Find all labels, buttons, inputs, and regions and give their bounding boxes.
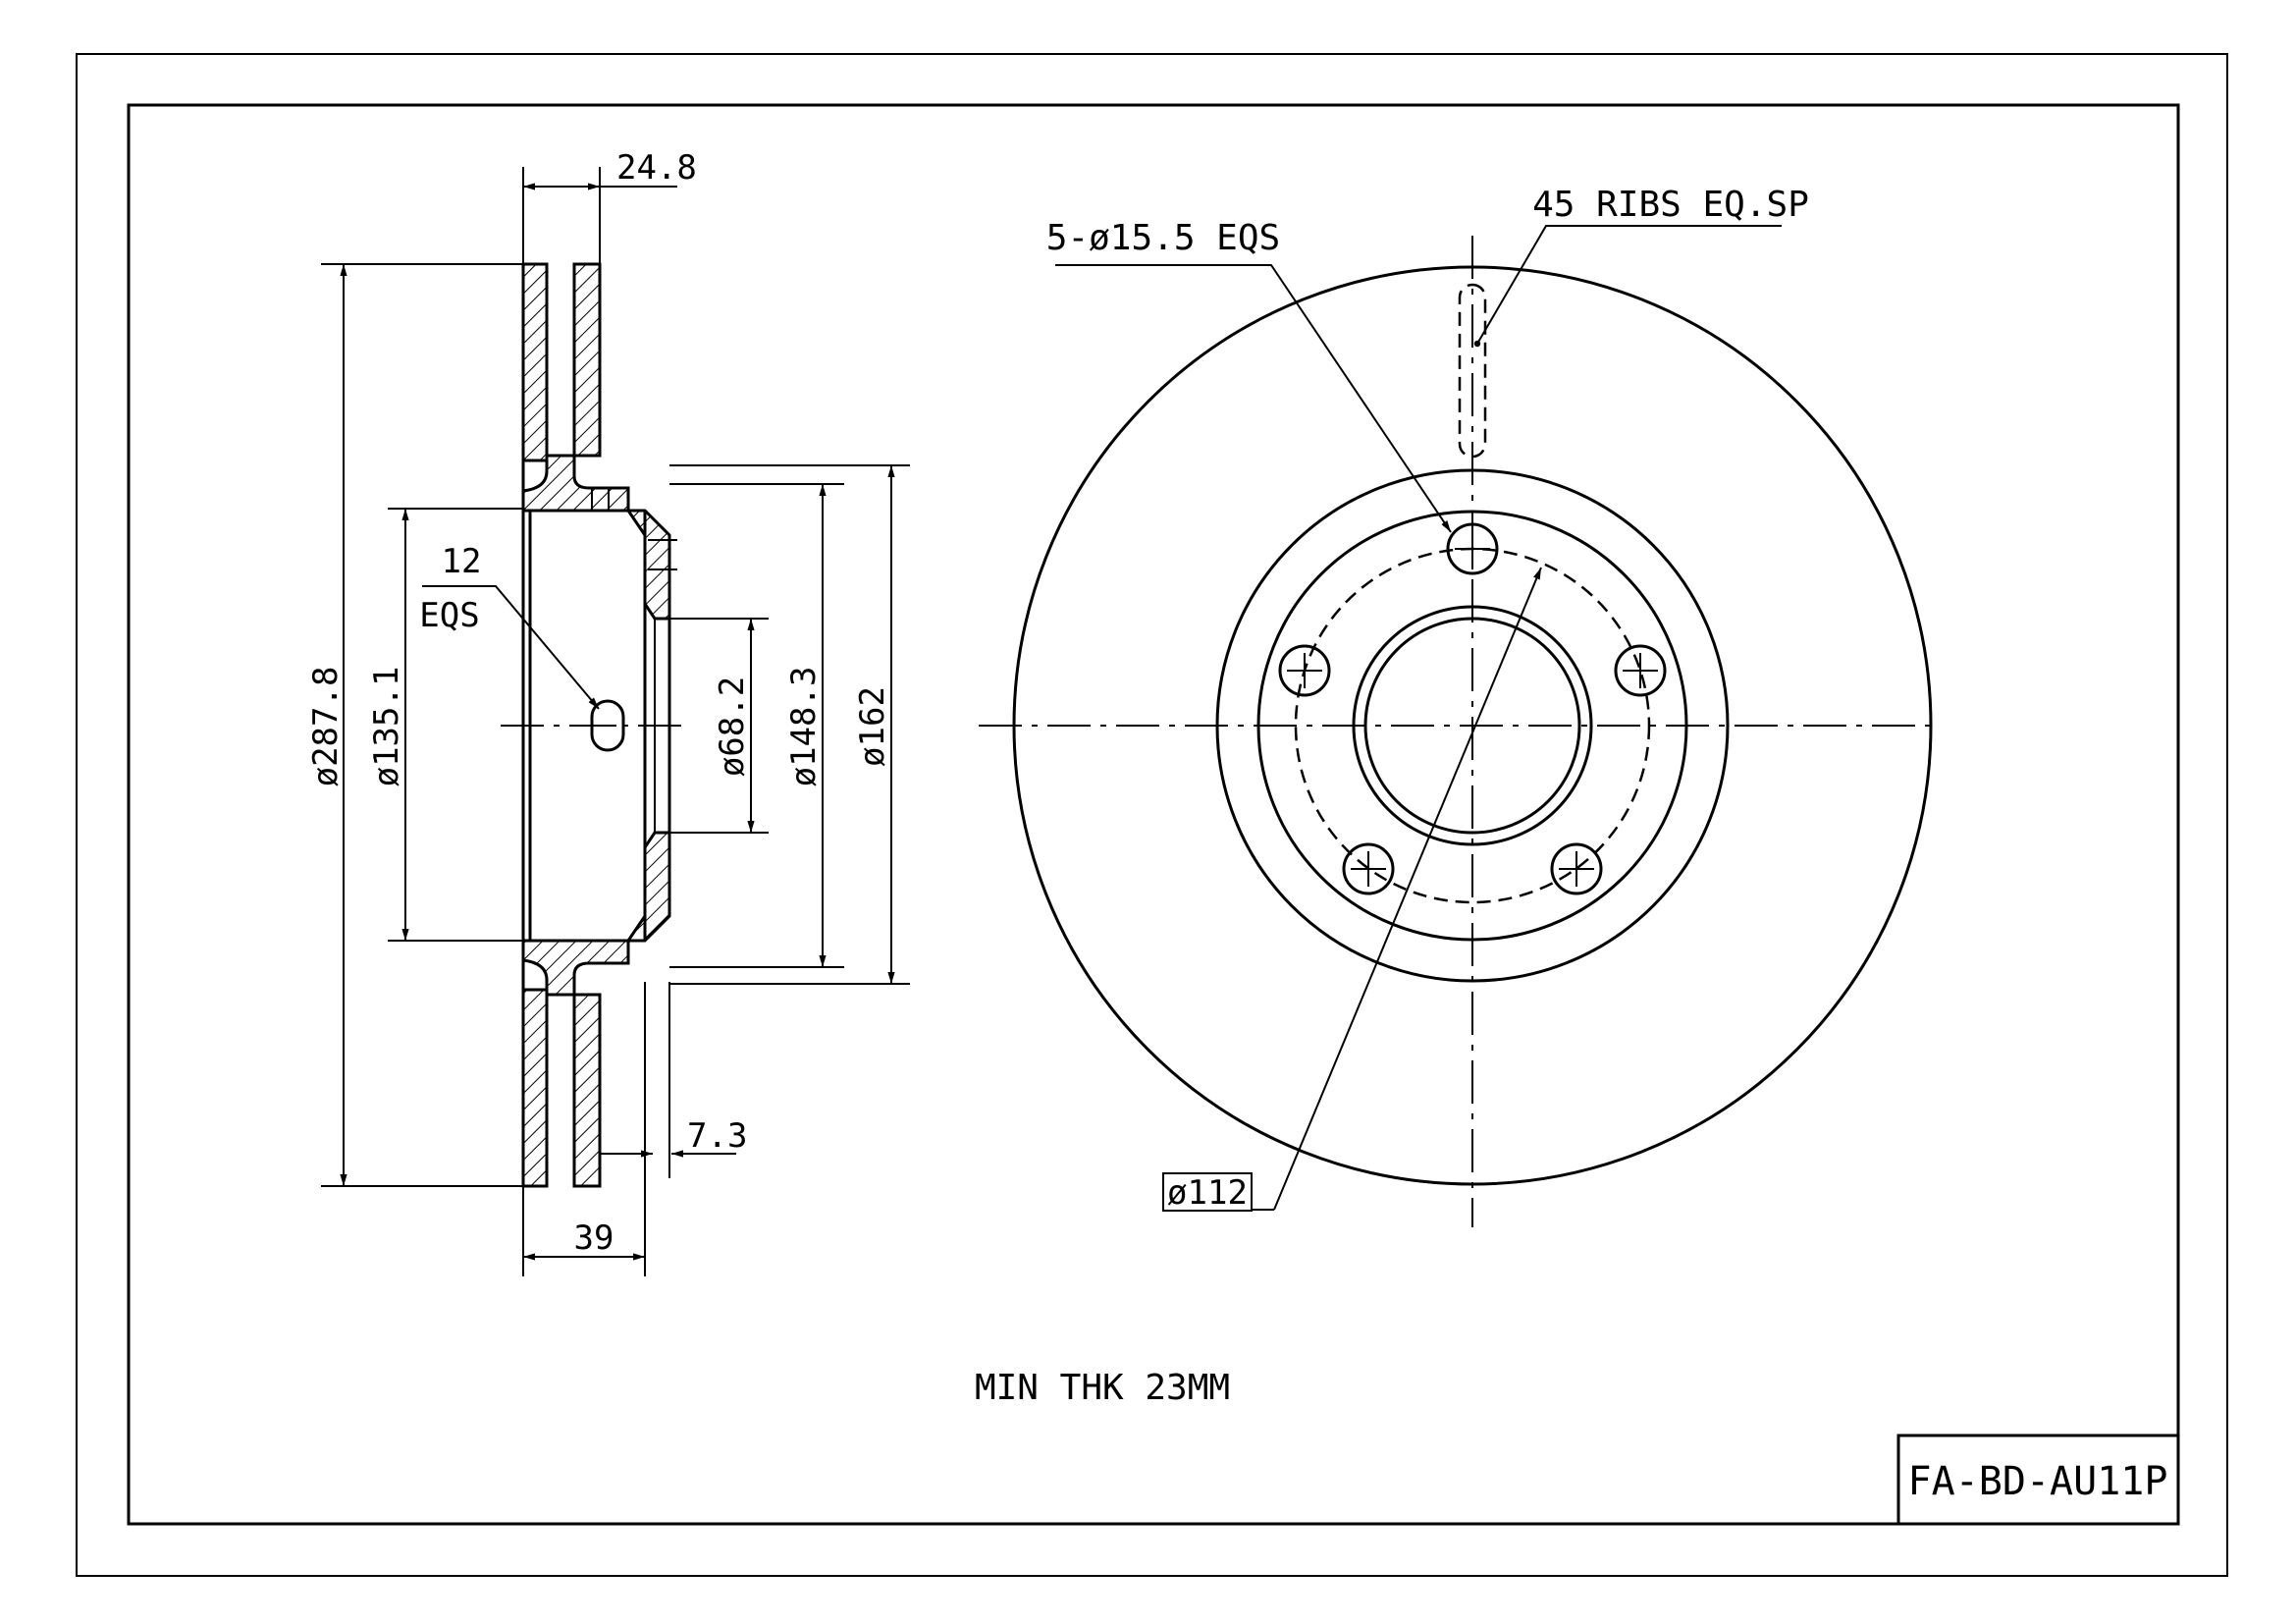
upper-inner-plate xyxy=(572,262,602,458)
upper-hat-shoulder xyxy=(521,454,671,621)
note-min-thickness: MIN THK 23MM xyxy=(975,1368,1230,1408)
dim-bore-diameter: ø135.1 xyxy=(367,667,406,787)
bolt-holes xyxy=(1278,522,1667,895)
disc-outer-circle xyxy=(1012,265,1933,1186)
dim-outer-diameter: ø287.8 xyxy=(306,667,346,787)
dim-total-height: 39 xyxy=(574,1218,614,1258)
slot-hole xyxy=(590,699,625,752)
dim-hat-offset: 7.3 xyxy=(687,1116,747,1156)
inner-frame xyxy=(127,103,2180,1526)
dim-hub-inner: ø148.3 xyxy=(784,667,824,787)
center-bore-inner xyxy=(1363,617,1581,835)
callout-holes-eqs: EQS xyxy=(419,596,479,635)
hat-inner-circle xyxy=(1256,510,1688,942)
dim-width-top: 24.8 xyxy=(616,148,697,188)
section-dimensions: 24.8 ø287.8 ø135.1 12 EQS ø68.2 ø148.3 ø… xyxy=(306,148,910,1276)
callout-ribs: 45 RIBS EQ.SP xyxy=(1532,185,1809,225)
front-view: 5-ø15.5 EQS 45 RIBS EQ.SP ø112 xyxy=(979,185,1933,1227)
lower-outer-plate xyxy=(521,988,549,1188)
part-number: FA-BD-AU11P xyxy=(1908,1459,2168,1504)
lower-inner-plate xyxy=(572,993,602,1188)
upper-outer-plate xyxy=(521,262,549,462)
dim-hub-outer: ø162 xyxy=(853,686,892,767)
lower-hat-shoulder xyxy=(521,831,671,997)
center-bore-outer xyxy=(1352,605,1593,846)
callout-holes-count: 12 xyxy=(442,542,482,581)
hat-outer-circle xyxy=(1215,468,1730,983)
section-view xyxy=(501,262,687,1188)
dim-pcd: ø112 xyxy=(1167,1173,1248,1213)
dim-center-hole: ø68.2 xyxy=(713,677,752,777)
outer-frame xyxy=(76,53,2228,1577)
title-block: FA-BD-AU11P xyxy=(1896,1434,2178,1524)
pcd-label-box xyxy=(1162,1172,1253,1212)
callout-bolt-holes: 5-ø15.5 EQS xyxy=(1046,218,1280,258)
rib-slot xyxy=(1458,283,1487,459)
